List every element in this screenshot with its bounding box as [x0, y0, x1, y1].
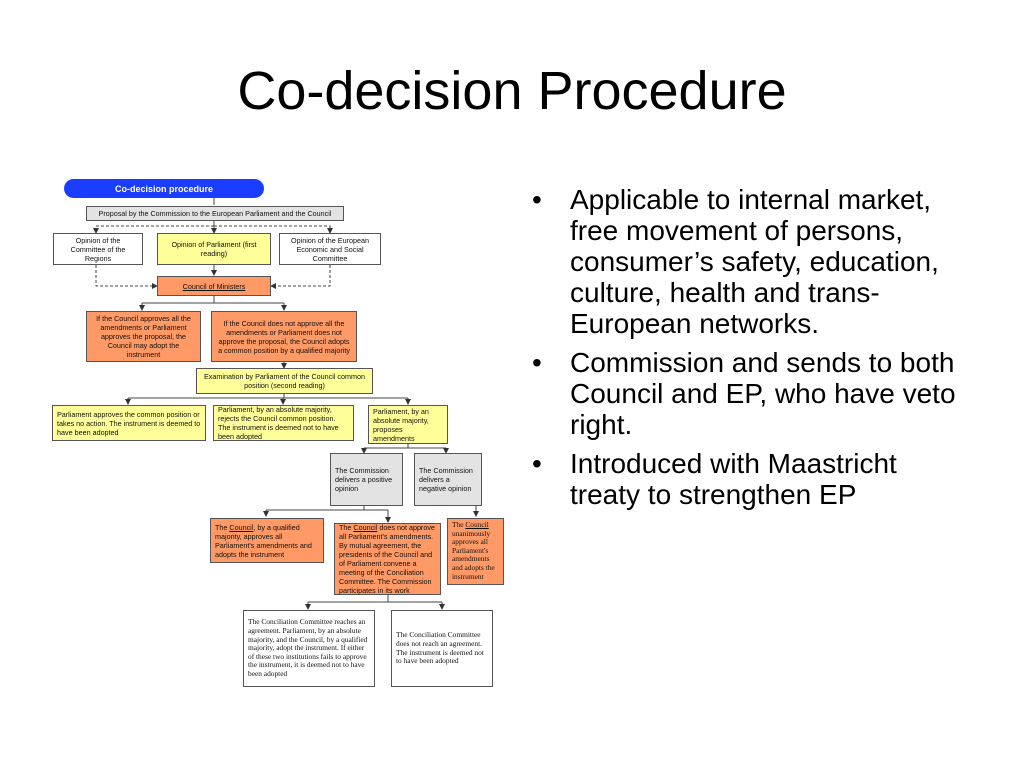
parliament-rejects-box: Parliament, by an absolute majority, rej… — [213, 405, 354, 441]
council-of-ministers-box: Council of Ministers — [157, 276, 271, 296]
council-not-approve-amendments-box: The Council does not approve all Parliam… — [334, 523, 441, 595]
opinion-regions-box: Opinion of the Committee of the Regions — [53, 233, 143, 265]
council-unan-text-pre: The — [452, 520, 466, 529]
bullet-item: Commission and sends to both Council and… — [530, 347, 970, 440]
council-unanimous-box: The Council unanimously approves all Par… — [447, 518, 504, 585]
proposal-box: Proposal by the Commission to the Europe… — [86, 206, 344, 221]
bullet-item: Introduced with Maastricht treaty to str… — [530, 448, 970, 510]
second-reading-box: Examination by Parliament of the Council… — [196, 368, 373, 394]
council-qualified-majority-box: The Council, by a qualified majority, ap… — [210, 518, 324, 563]
commission-negative-box: The Commission delivers a negative opini… — [414, 453, 482, 506]
flowchart: Co-decision procedure Proposal by the Co… — [0, 0, 520, 700]
council-unan-text-post: unanimously approves all Parliament's am… — [452, 528, 495, 581]
diagram-header: Co-decision procedure — [64, 179, 264, 198]
council-approves-box: If the Council approves all the amendmen… — [86, 311, 201, 362]
conciliation-agreement-box: The Conciliation Committee reaches an ag… — [243, 610, 375, 687]
connector — [270, 265, 331, 289]
conciliation-no-agreement-box: The Conciliation Committee does not reac… — [391, 610, 493, 687]
opinion-esc-box: Opinion of the European Economic and Soc… — [279, 233, 381, 265]
parliament-approves-box: Parliament approves the common position … — [52, 405, 206, 441]
council-not-link: Council — [353, 523, 378, 532]
council-qm-link: Council — [229, 522, 254, 532]
council-qm-text-post: , by a qualified majority, approves all … — [215, 522, 312, 559]
connector — [93, 225, 214, 234]
council-unan-link: Council — [465, 520, 489, 529]
parliament-amends-box: Parliament, by an absolute majority, pro… — [368, 405, 448, 444]
connector — [214, 225, 333, 234]
flowchart-connectors — [93, 198, 479, 610]
bullet-item: Applicable to internal market, free move… — [530, 184, 970, 339]
council-not-text-post: does not approve all Parliament's amendm… — [339, 523, 435, 595]
council-qm-text-pre: The — [215, 522, 230, 532]
slide-title: Co-decision Procedure — [237, 61, 787, 121]
connector — [95, 265, 158, 289]
council-not-approve-box: If the Council does not approve all the … — [211, 311, 357, 362]
commission-positive-box: The Commission delivers a positive opini… — [330, 453, 403, 506]
bullet-list: Applicable to internal market, free move… — [530, 184, 970, 518]
council-not-text-pre: The — [339, 523, 354, 532]
opinion-parliament-box: Opinion of Parliament (first reading) — [157, 233, 271, 265]
